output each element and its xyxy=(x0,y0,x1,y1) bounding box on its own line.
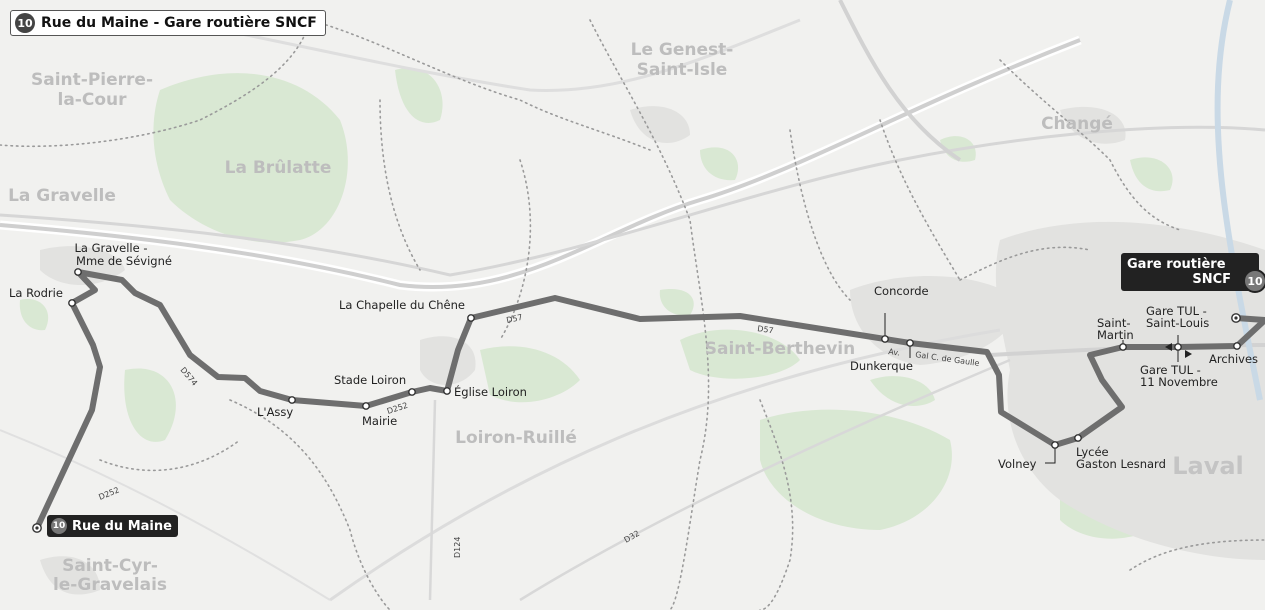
stop-marker xyxy=(906,339,914,347)
stop-marker xyxy=(362,402,370,410)
town-label: Changé xyxy=(1041,114,1113,134)
stop-marker xyxy=(1233,342,1241,350)
town-labels: Saint-Pierre- la-Cour Le Genest- Saint-I… xyxy=(8,40,1244,595)
town-label: Loiron-Ruillé xyxy=(455,428,577,448)
terminus-label-end: 10 Rue du Maine xyxy=(47,515,178,537)
town-label: Saint-Pierre- xyxy=(31,70,153,90)
stop-label: Gare TUL - xyxy=(1146,304,1207,318)
road-label: D124 xyxy=(453,537,462,558)
town-label: Le Genest- xyxy=(631,40,734,60)
boundaries xyxy=(0,19,1265,610)
stop-marker xyxy=(443,387,451,395)
stop-label: La Chapelle du Chêne xyxy=(339,298,465,312)
direction-arrows xyxy=(1165,343,1192,358)
road-label: D574 xyxy=(178,366,199,388)
road-label: Av. xyxy=(888,347,901,358)
stop-label: Saint- xyxy=(1097,316,1131,330)
town-label: Laval xyxy=(1172,452,1244,480)
stop-labels: La Gravelle - Mme de Sévigné La Rodrie L… xyxy=(9,241,1258,471)
route-title-box: 10 Rue du Maine - Gare routière SNCF xyxy=(10,10,326,36)
stop-marker xyxy=(1119,343,1127,351)
stop-label: Mairie xyxy=(362,414,397,428)
line-number-badge: 10 xyxy=(15,13,35,33)
stop-marker xyxy=(467,314,475,322)
stop-label: L'Assy xyxy=(257,405,293,419)
stop-label: Archives xyxy=(1209,352,1258,366)
town-label: La Gravelle xyxy=(8,186,116,206)
line-number-badge: 10 xyxy=(1243,269,1265,293)
stop-label: La Gravelle - xyxy=(75,241,148,255)
stop-marker xyxy=(1074,434,1082,442)
stop-label: Église Loiron xyxy=(454,384,527,399)
town-label: la-Cour xyxy=(58,90,128,110)
line-number-badge: 10 xyxy=(50,517,68,535)
town-label: Saint-Isle xyxy=(637,60,728,80)
stop-label: Mme de Sévigné xyxy=(76,254,172,268)
stop-label: Martin xyxy=(1097,328,1134,342)
road-label: D32 xyxy=(623,529,642,545)
terminus-dots xyxy=(35,316,1238,530)
stop-label: Gare TUL - xyxy=(1140,363,1201,377)
stop-label: Stade Loiron xyxy=(334,373,406,387)
town-label: le-Gravelais xyxy=(53,575,167,595)
road-label: D57 xyxy=(757,324,774,335)
stop-label: Saint-Louis xyxy=(1146,316,1209,330)
stop-label: Dunkerque xyxy=(850,359,913,373)
stop-marker xyxy=(68,299,76,307)
stop-label: Volney xyxy=(998,457,1037,471)
terminus-name: Rue du Maine xyxy=(72,518,172,534)
stop-label: Concorde xyxy=(874,284,929,298)
stop-label: La Rodrie xyxy=(9,286,63,300)
stop-marker xyxy=(1174,343,1182,351)
arrow-left-icon xyxy=(1165,343,1172,351)
stop-markers xyxy=(32,268,1241,533)
town-label: Saint-Berthevin xyxy=(705,339,855,359)
stop-marker xyxy=(408,388,416,396)
town-label: Saint-Cyr- xyxy=(62,556,158,576)
stop-marker xyxy=(74,268,82,276)
town-label: La Brûlatte xyxy=(225,158,332,178)
arrow-right-icon xyxy=(1185,350,1192,358)
stop-label: Gaston Lesnard xyxy=(1076,457,1166,471)
route-title: Rue du Maine - Gare routière SNCF xyxy=(41,15,317,31)
stop-marker xyxy=(881,335,889,343)
road-label: D252 xyxy=(97,485,120,501)
stop-marker xyxy=(1051,441,1059,449)
stop-label: 11 Novembre xyxy=(1140,375,1218,389)
terminus-name-line1: Gare routière xyxy=(1127,257,1226,272)
terminus-label-start: Gare routière SNCF 10 xyxy=(1121,253,1265,293)
stop-marker xyxy=(288,396,296,404)
road-label: D57 xyxy=(506,313,524,325)
stop-label: Lycée xyxy=(1076,445,1109,459)
terminus-name-line2: SNCF xyxy=(1192,272,1231,287)
bus-route-line xyxy=(34,269,1265,531)
